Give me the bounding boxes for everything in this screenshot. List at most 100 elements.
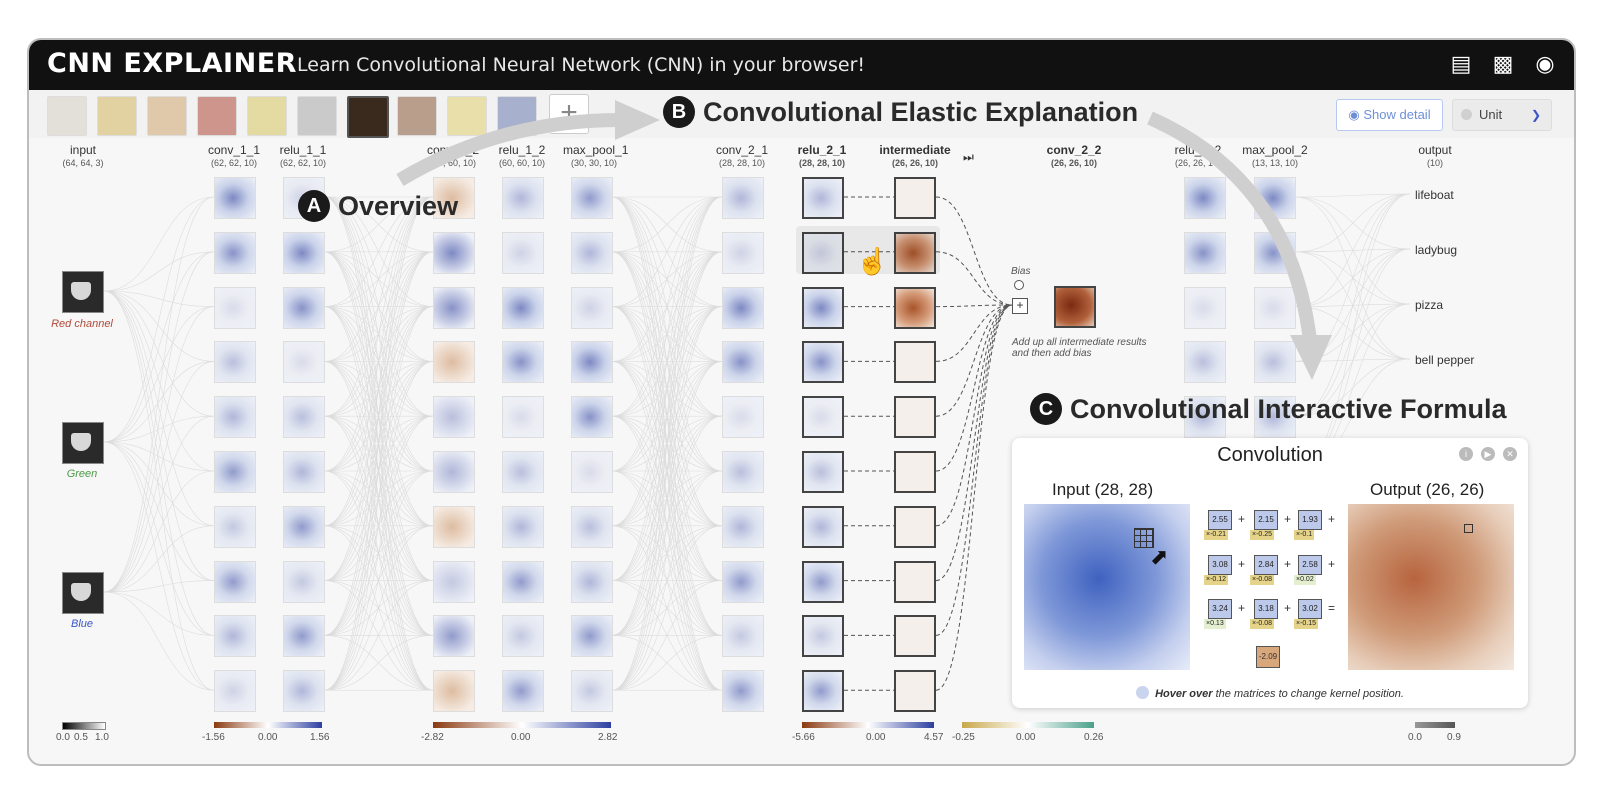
feature-map-relu-1-2-9[interactable] bbox=[502, 670, 544, 713]
thumbnail-koala[interactable] bbox=[297, 96, 337, 136]
feature-map-intermediate-7[interactable] bbox=[894, 560, 936, 603]
feature-map-relu-2-1-9[interactable] bbox=[802, 670, 844, 713]
show-detail-button[interactable]: ◉ Show detail bbox=[1336, 99, 1443, 131]
feature-map-conv-1-2-7[interactable] bbox=[433, 560, 475, 603]
thumbnail-espresso[interactable] bbox=[347, 96, 389, 138]
feature-map-relu-1-2-0[interactable] bbox=[502, 177, 544, 219]
feature-map-relu-1-2-6[interactable] bbox=[502, 505, 544, 548]
feature-map-conv-1-1-1[interactable] bbox=[214, 231, 256, 274]
feature-map-conv-1-1-6[interactable] bbox=[214, 505, 256, 548]
feature-map-intermediate-9[interactable] bbox=[894, 670, 936, 713]
feature-map-relu-2-2-1[interactable] bbox=[1184, 231, 1226, 274]
feature-map-max-pool-1-3[interactable] bbox=[571, 341, 613, 384]
feature-map-max-pool-1-5[interactable] bbox=[571, 451, 613, 493]
feature-map-relu-2-2-2[interactable] bbox=[1184, 286, 1226, 329]
input-matrix[interactable]: ⬈ bbox=[1024, 504, 1190, 670]
kernel-window[interactable] bbox=[1134, 528, 1154, 548]
output-matrix[interactable] bbox=[1348, 504, 1514, 670]
feature-map-relu-1-2-3[interactable] bbox=[502, 341, 544, 384]
input-green-channel[interactable] bbox=[62, 422, 104, 464]
feature-map-conv-2-1-6[interactable] bbox=[722, 505, 764, 548]
thumbnail-bell-pepper[interactable] bbox=[197, 96, 237, 136]
feature-map-relu-1-2-2[interactable] bbox=[502, 286, 544, 329]
feature-map-conv-2-1-1[interactable] bbox=[722, 231, 764, 274]
skip-forward-icon[interactable]: ⏭ bbox=[963, 150, 974, 164]
feature-map-max-pool-1-2[interactable] bbox=[571, 286, 613, 329]
feature-map-relu-2-1-7[interactable] bbox=[802, 560, 844, 603]
feature-map-conv-2-1-5[interactable] bbox=[722, 451, 764, 493]
feature-map-conv-2-1-9[interactable] bbox=[722, 670, 764, 713]
feature-map-relu-2-1-2[interactable] bbox=[802, 286, 844, 329]
feature-map-relu-1-2-5[interactable] bbox=[502, 451, 544, 493]
thumbnail-pizza[interactable] bbox=[147, 96, 187, 136]
feature-map-conv-2-2-selected[interactable] bbox=[1054, 286, 1096, 328]
feature-map-relu-1-1-3[interactable] bbox=[283, 341, 325, 384]
feature-map-conv-2-1-4[interactable] bbox=[722, 396, 764, 439]
github-icon[interactable]: ◉ bbox=[1535, 51, 1555, 76]
feature-map-conv-1-1-3[interactable] bbox=[214, 341, 256, 384]
output-label-lifeboat[interactable]: lifeboat bbox=[1415, 188, 1454, 202]
feature-map-max-pool-1-6[interactable] bbox=[571, 505, 613, 548]
feature-map-relu-1-2-7[interactable] bbox=[502, 560, 544, 603]
close-icon[interactable]: ✕ bbox=[1503, 447, 1517, 461]
feature-map-relu-1-2-1[interactable] bbox=[502, 231, 544, 274]
unit-select[interactable]: Unit ❯ bbox=[1452, 99, 1552, 131]
play-icon[interactable]: ▶ bbox=[1481, 447, 1495, 461]
feature-map-relu-1-1-6[interactable] bbox=[283, 505, 325, 548]
thumbnail-school-bus[interactable] bbox=[247, 96, 287, 136]
feature-map-conv-1-2-5[interactable] bbox=[433, 451, 475, 493]
feature-map-relu-1-1-7[interactable] bbox=[283, 560, 325, 603]
feature-map-intermediate-4[interactable] bbox=[894, 396, 936, 439]
feature-map-relu-1-1-2[interactable] bbox=[283, 286, 325, 329]
feature-map-max-pool-1-0[interactable] bbox=[571, 177, 613, 219]
feature-map-conv-1-1-8[interactable] bbox=[214, 615, 256, 658]
pdf-icon[interactable]: ▤ bbox=[1450, 51, 1472, 76]
feature-map-max-pool-2-2[interactable] bbox=[1254, 286, 1296, 329]
feature-map-relu-1-2-8[interactable] bbox=[502, 615, 544, 658]
video-icon[interactable]: ▩ bbox=[1492, 51, 1514, 76]
feature-map-intermediate-2[interactable] bbox=[894, 286, 936, 329]
feature-map-relu-1-1-8[interactable] bbox=[283, 615, 325, 658]
feature-map-relu-2-1-5[interactable] bbox=[802, 451, 844, 493]
feature-map-conv-1-2-6[interactable] bbox=[433, 505, 475, 548]
feature-map-max-pool-1-1[interactable] bbox=[571, 231, 613, 274]
output-label-bell-pepper[interactable]: bell pepper bbox=[1415, 353, 1475, 367]
info-icon[interactable]: i bbox=[1459, 447, 1473, 461]
feature-map-relu-2-1-8[interactable] bbox=[802, 615, 844, 658]
feature-map-max-pool-1-8[interactable] bbox=[571, 615, 613, 658]
feature-map-relu-1-1-4[interactable] bbox=[283, 396, 325, 439]
feature-map-relu-2-1-6[interactable] bbox=[802, 505, 844, 548]
feature-map-conv-1-1-2[interactable] bbox=[214, 286, 256, 329]
thumbnail-ladybug[interactable] bbox=[97, 96, 137, 136]
feature-map-intermediate-8[interactable] bbox=[894, 615, 936, 658]
feature-map-intermediate-1[interactable] bbox=[894, 231, 936, 274]
feature-map-max-pool-1-4[interactable] bbox=[571, 396, 613, 439]
feature-map-conv-2-1-0[interactable] bbox=[722, 177, 764, 219]
feature-map-max-pool-2-4[interactable] bbox=[1254, 396, 1296, 439]
feature-map-max-pool-2-3[interactable] bbox=[1254, 341, 1296, 384]
feature-map-conv-1-2-9[interactable] bbox=[433, 670, 475, 713]
feature-map-intermediate-5[interactable] bbox=[894, 451, 936, 493]
feature-map-conv-1-1-5[interactable] bbox=[214, 451, 256, 493]
feature-map-relu-2-1-3[interactable] bbox=[802, 341, 844, 384]
feature-map-conv-1-2-8[interactable] bbox=[433, 615, 475, 658]
feature-map-intermediate-0[interactable] bbox=[894, 177, 936, 219]
feature-map-conv-1-1-4[interactable] bbox=[214, 396, 256, 439]
thumbnail-orange[interactable] bbox=[447, 96, 487, 136]
feature-map-relu-2-1-1[interactable] bbox=[802, 231, 844, 274]
feature-map-relu-2-2-0[interactable] bbox=[1184, 177, 1226, 219]
input-blue-channel[interactable] bbox=[62, 572, 104, 614]
feature-map-conv-1-2-2[interactable] bbox=[433, 286, 475, 329]
feature-map-relu-1-1-5[interactable] bbox=[283, 451, 325, 493]
feature-map-conv-2-1-3[interactable] bbox=[722, 341, 764, 384]
input-red-channel[interactable] bbox=[62, 271, 104, 313]
feature-map-conv-1-2-1[interactable] bbox=[433, 231, 475, 274]
feature-map-relu-2-2-4[interactable] bbox=[1184, 396, 1226, 439]
output-label-pizza[interactable]: pizza bbox=[1415, 298, 1444, 312]
feature-map-relu-2-1-0[interactable] bbox=[802, 177, 844, 219]
feature-map-relu-2-1-4[interactable] bbox=[802, 396, 844, 439]
output-label-ladybug[interactable]: ladybug bbox=[1415, 243, 1458, 257]
feature-map-conv-1-1-7[interactable] bbox=[214, 560, 256, 603]
feature-map-relu-1-1-9[interactable] bbox=[283, 670, 325, 713]
feature-map-intermediate-6[interactable] bbox=[894, 505, 936, 548]
